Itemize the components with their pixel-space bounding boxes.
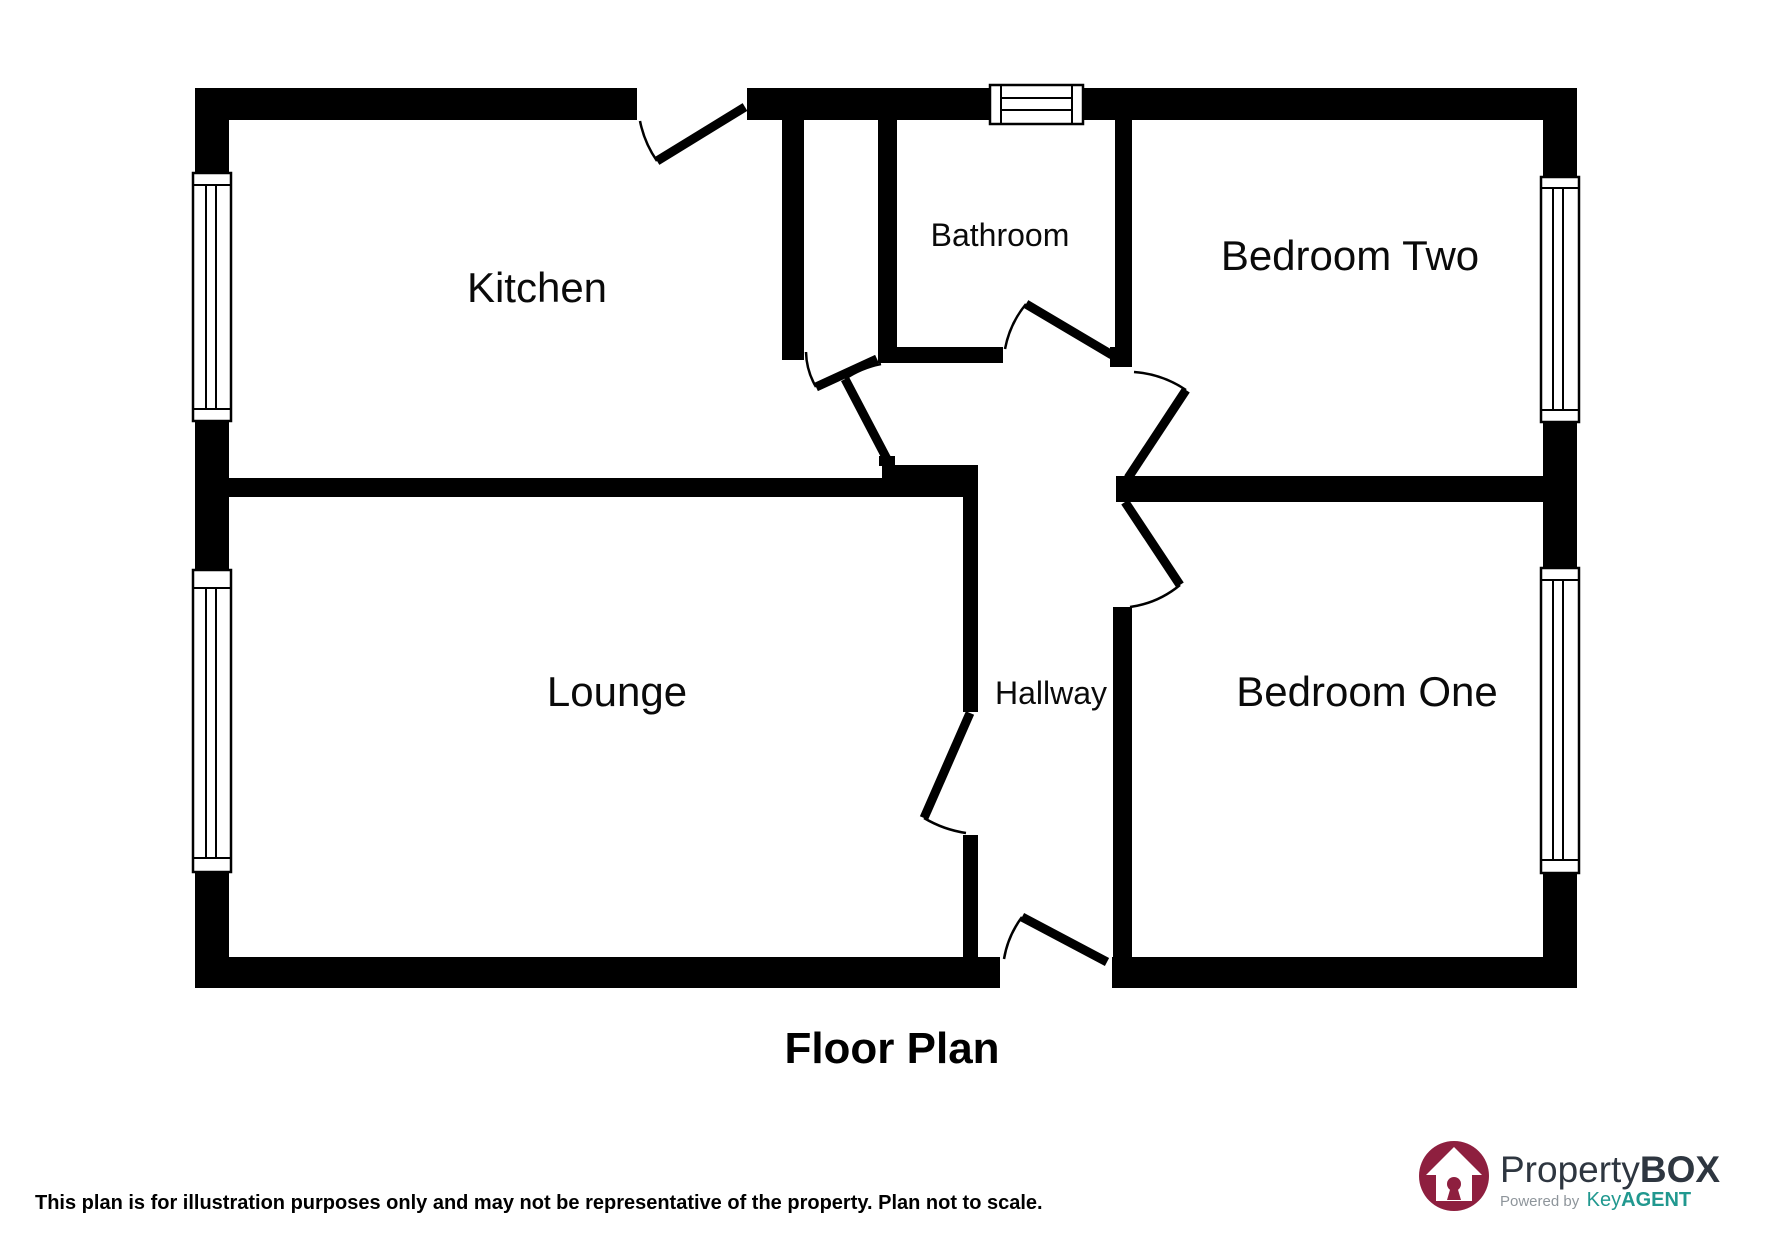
door-front	[1002, 913, 1110, 966]
wall-right-top	[1543, 88, 1577, 177]
logo-box-text: BOX	[1640, 1149, 1721, 1190]
door-kitchen-hallway	[841, 362, 892, 464]
wall-lounge-top	[229, 478, 963, 497]
keyhole-icon-stem	[1447, 1188, 1461, 1200]
wall-hallway-left-bottom	[963, 835, 978, 957]
door-bedroom-one	[1121, 499, 1184, 609]
logo-propertybox: PropertyBOX Powered by KeyAGENT	[1419, 1141, 1720, 1211]
disclaimer-text: This plan is for illustration purposes o…	[35, 1192, 1043, 1214]
logo-tagline: Powered by KeyAGENT	[1500, 1189, 1691, 1211]
wall-left-mid	[195, 421, 229, 570]
wall-right-bottom	[1543, 873, 1577, 988]
logo-property-text: Property	[1500, 1149, 1640, 1190]
room-label-lounge: Lounge	[547, 668, 687, 715]
wall-top-mid	[747, 88, 993, 120]
room-label-bedroom-one: Bedroom One	[1236, 668, 1497, 715]
wall-hallway-right	[1113, 607, 1132, 957]
wall-lounge-top-block	[882, 465, 978, 497]
wall-top-right	[1080, 88, 1577, 120]
wall-top-left	[195, 88, 637, 120]
door-lounge	[919, 711, 975, 835]
wall-bedroom-divider	[1116, 476, 1543, 502]
logo-wordmark: PropertyBOX	[1500, 1149, 1720, 1190]
window-kitchen	[191, 171, 233, 423]
keyhole-icon-circle	[1447, 1177, 1461, 1191]
room-label-bathroom: Bathroom	[931, 217, 1070, 253]
keyagent-key-text: Key	[1587, 1189, 1621, 1211]
wall-left-bottom	[195, 872, 229, 988]
room-labels: Kitchen Bathroom Bedroom Two Lounge Hall…	[467, 217, 1498, 715]
door-bedroom-two	[1124, 370, 1190, 481]
window-bedroom-one	[1539, 566, 1581, 875]
wall-right-mid	[1543, 422, 1577, 568]
room-label-hallway: Hallway	[995, 675, 1107, 711]
page-title: Floor Plan	[784, 1024, 999, 1073]
window-lounge	[191, 568, 233, 874]
keyagent-agent-text: AGENT	[1621, 1189, 1691, 1211]
door-bathroom	[1003, 300, 1115, 359]
door-kitchen-exterior	[638, 103, 748, 165]
window-bedroom-two	[1539, 175, 1581, 424]
windows	[191, 83, 1581, 875]
wall-bottom-right	[1112, 957, 1577, 988]
room-label-kitchen: Kitchen	[467, 264, 607, 311]
wall-bottom-left	[195, 957, 1000, 988]
interior-walls	[229, 120, 1543, 957]
wall-bathroom-bottom	[878, 347, 1003, 363]
door-cupboard	[804, 351, 879, 392]
doors	[638, 103, 1190, 966]
powered-by-text: Powered by	[1500, 1193, 1580, 1210]
wall-bathroom-right	[1115, 120, 1132, 360]
wall-hallway-left-top	[963, 497, 978, 712]
house-icon	[1426, 1147, 1482, 1201]
wall-bathroom-left	[878, 120, 897, 363]
window-bathroom	[988, 83, 1085, 126]
room-label-bedroom-two: Bedroom Two	[1221, 232, 1479, 279]
outer-walls	[195, 88, 1577, 988]
wall-nook-left	[782, 120, 804, 360]
wall-left-top	[195, 88, 229, 173]
